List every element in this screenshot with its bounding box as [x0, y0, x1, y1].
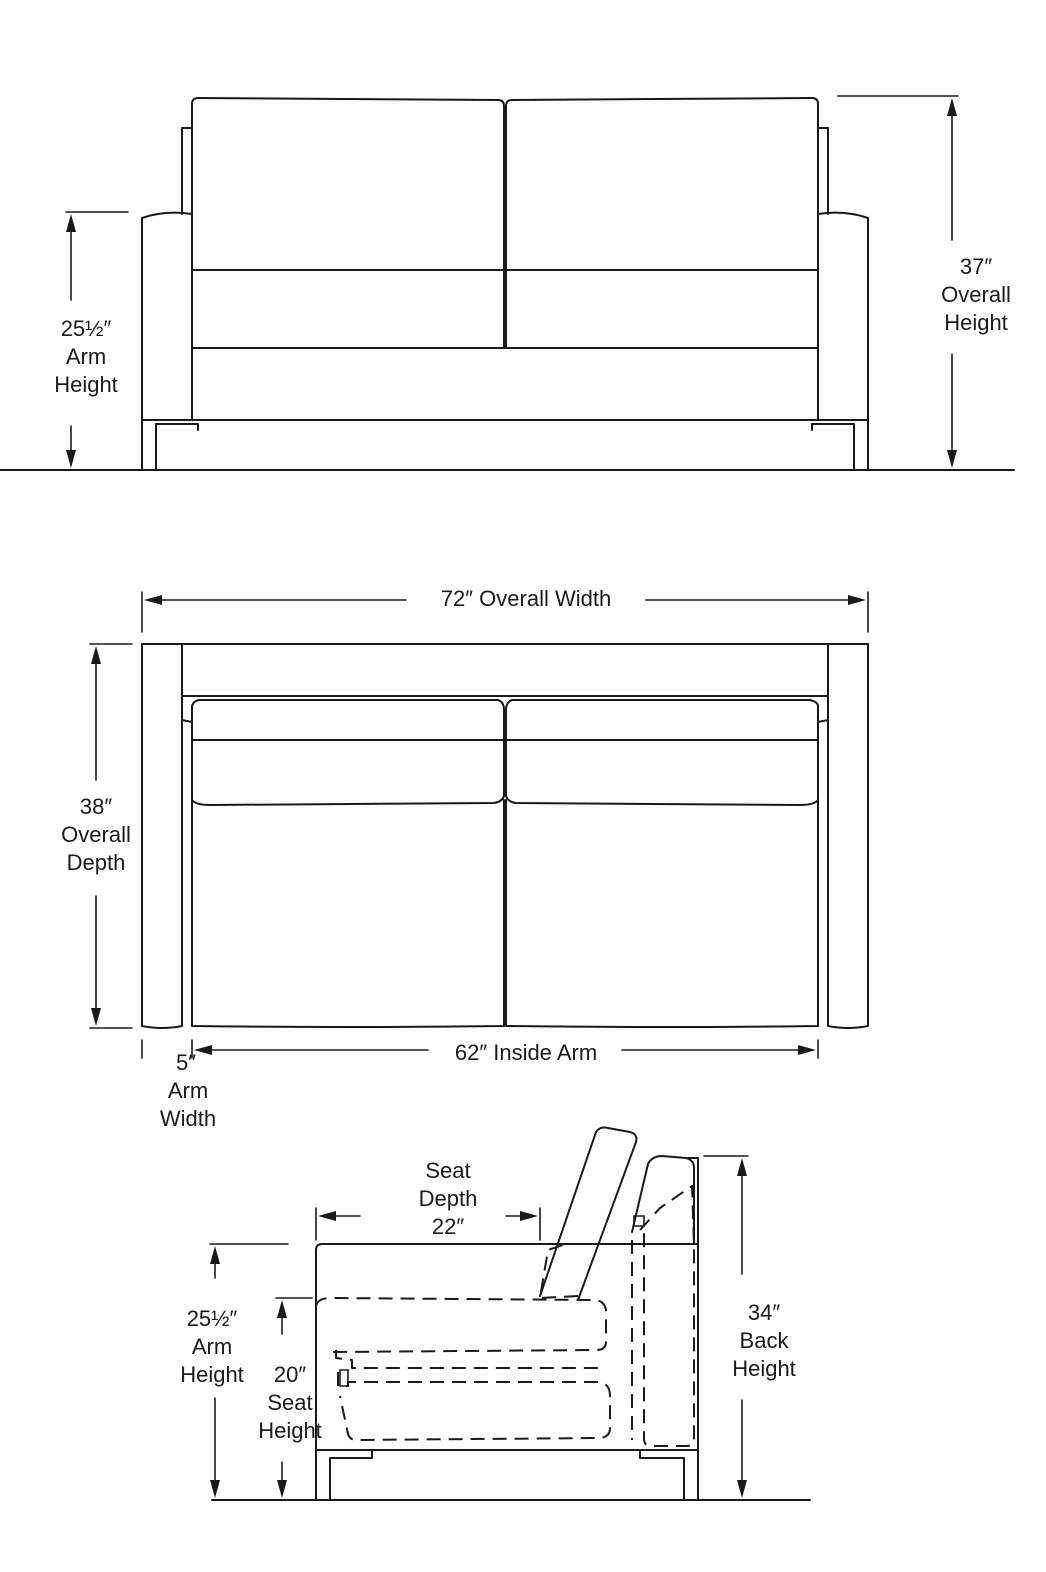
- back-height-label-1: Back: [740, 1328, 790, 1353]
- seat-cushion-right-top: [505, 799, 819, 1028]
- right-foot: [811, 423, 855, 471]
- arm-width-label-1: Arm: [168, 1078, 208, 1103]
- arrow-right: [798, 1045, 816, 1055]
- right-arm: [817, 211, 869, 471]
- seat-height-value: 20″: [274, 1362, 306, 1387]
- seat-height-label-2: Height: [258, 1418, 322, 1443]
- left-arm-top: [141, 643, 183, 1029]
- arrow-left: [194, 1045, 212, 1055]
- arrow-down: [277, 1480, 287, 1498]
- rear-leg: [639, 1449, 685, 1501]
- back-frame-notch-left: [181, 695, 193, 723]
- back-cushion-hidden: [639, 1185, 695, 1447]
- seat-depth-label-2: Depth: [419, 1186, 478, 1211]
- side-arm-height-label-2: Height: [180, 1362, 244, 1387]
- left-arm: [141, 211, 193, 471]
- arm-outline: [315, 1243, 699, 1501]
- back-frame-notch-right: [817, 695, 829, 723]
- back-cushion-right: [505, 97, 819, 271]
- overall-depth-label-1: Overall: [61, 822, 131, 847]
- arrow-left: [144, 595, 162, 605]
- back-pillow-right: [505, 739, 819, 806]
- right-arm-top: [827, 643, 869, 1029]
- arrow-down: [947, 450, 957, 468]
- arm-height-label-1: Arm: [66, 344, 106, 369]
- overall-width-label: 72″ Overall Width: [441, 586, 611, 611]
- overall-height-label-1: Overall: [941, 282, 1011, 307]
- top-view: 72″ Overall Width 38″ Overall Depth: [61, 586, 869, 1131]
- overall-depth-value: 38″: [80, 794, 112, 819]
- arrow-up: [91, 646, 101, 664]
- arrow-up: [66, 214, 76, 232]
- side-arm-height-label-1: Arm: [192, 1334, 232, 1359]
- seat-cushion-right: [505, 269, 819, 349]
- arrow-up: [947, 98, 957, 116]
- arrow-up: [277, 1300, 287, 1318]
- deck-bracket: [339, 1369, 349, 1387]
- back-frame-left: [181, 127, 193, 215]
- seat-cushion-left-top: [191, 799, 505, 1028]
- inside-arm-label: 62″ Inside Arm: [455, 1040, 597, 1065]
- arrow-down: [210, 1480, 220, 1498]
- arrow-up: [210, 1246, 220, 1264]
- arrow-left: [318, 1211, 336, 1221]
- side-view: Seat Depth 22″ 25½″ Arm Height 20″ Seat …: [180, 1126, 811, 1501]
- spring-deck-hidden: [337, 1372, 611, 1441]
- arrow-up: [737, 1158, 747, 1176]
- overall-height-label-2: Height: [944, 310, 1008, 335]
- seat-height-label-1: Seat: [267, 1390, 312, 1415]
- arrow-right: [520, 1211, 538, 1221]
- back-height-value: 34″: [748, 1300, 780, 1325]
- seat-cushion-left: [191, 269, 505, 349]
- back-cushion-left: [191, 97, 505, 271]
- side-arm-height-value: 25½″: [187, 1306, 238, 1331]
- arm-width-value: 5″: [176, 1050, 196, 1075]
- seat-depth-label-1: Seat: [425, 1158, 470, 1183]
- back-cushion-left-top: [191, 699, 505, 741]
- arm-width-label-2: Width: [160, 1106, 216, 1131]
- seat-depth-value: 22″: [432, 1214, 464, 1239]
- back-height-label-2: Height: [732, 1356, 796, 1381]
- back-cushion-outline: [631, 1155, 695, 1245]
- back-pillow-hidden: [539, 1243, 579, 1299]
- back-pillow-outline: [539, 1126, 638, 1301]
- seat-base: [191, 347, 819, 421]
- arrow-right: [848, 595, 866, 605]
- arrow-down: [91, 1008, 101, 1026]
- front-leg: [329, 1449, 373, 1501]
- back-pillow-left: [191, 739, 505, 806]
- arm-height-value: 25½″: [61, 316, 112, 341]
- seat-cushion-hidden: [315, 1297, 607, 1353]
- seat-deck-hidden: [335, 1350, 604, 1369]
- back-frame-right: [817, 127, 829, 215]
- overall-depth-label-2: Depth: [67, 850, 126, 875]
- arrow-down: [737, 1480, 747, 1498]
- arm-height-label-2: Height: [54, 372, 118, 397]
- front-view: 25½″ Arm Height 37″ Overall Height: [0, 95, 1015, 471]
- back-cushion-right-top: [505, 699, 819, 741]
- left-foot: [155, 423, 199, 471]
- arrow-down: [66, 450, 76, 468]
- back-frame-top: [181, 643, 829, 697]
- overall-height-value: 37″: [960, 254, 992, 279]
